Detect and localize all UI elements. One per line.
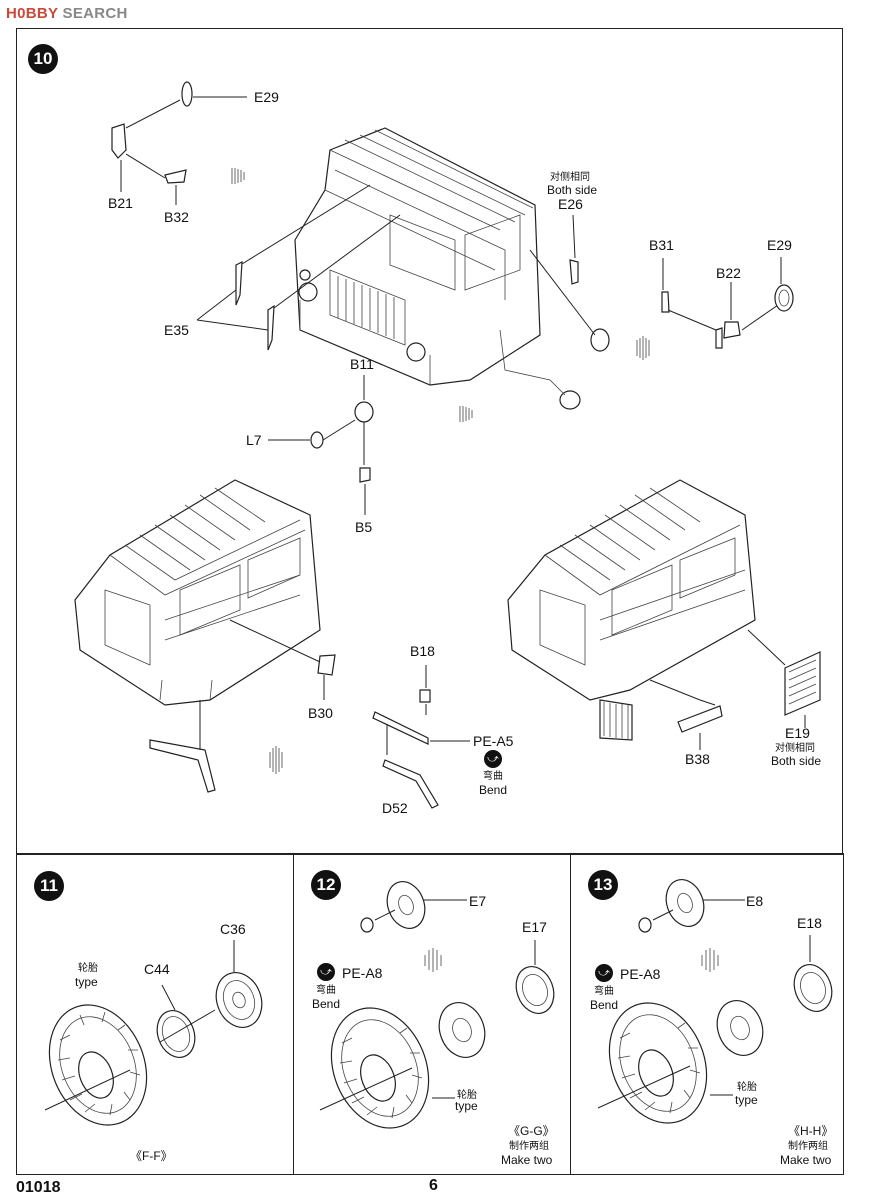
part-label-e8: E8 bbox=[746, 893, 764, 909]
part-label-b5: B5 bbox=[355, 519, 373, 535]
part-label-c44: C44 bbox=[144, 961, 170, 977]
bend-icon-13: ⤻ bbox=[595, 964, 613, 982]
product-code: 01018 bbox=[16, 1179, 61, 1196]
watermark-brand-a: H0BBY bbox=[6, 5, 59, 22]
part-label-b32: B32 bbox=[164, 209, 189, 225]
bend-en-12: Bend bbox=[312, 997, 341, 1011]
section-label-g-g: 《G-G》 bbox=[508, 1124, 555, 1138]
part-label-e26: E26 bbox=[558, 196, 583, 212]
bend-zh-13: 弯曲 bbox=[594, 986, 614, 997]
tire-zh-13: 轮胎 bbox=[737, 1082, 757, 1093]
cab-right-drawing bbox=[507, 479, 756, 701]
bend-en-pe-a5: Bend bbox=[479, 783, 508, 797]
part-label-e29-right: E29 bbox=[767, 237, 792, 253]
part-label-pe-a8-13: PE-A8 bbox=[620, 966, 661, 982]
cab-front-drawing bbox=[294, 127, 541, 386]
part-label-e18: E18 bbox=[797, 915, 822, 931]
make-two-zh-13: 制作两组 bbox=[788, 1141, 828, 1152]
tire-zh-12: 轮胎 bbox=[457, 1090, 477, 1101]
bend-zh-12: 弯曲 bbox=[316, 985, 336, 996]
part-label-e7: E7 bbox=[469, 893, 487, 909]
part-label-b30: B30 bbox=[308, 705, 333, 721]
both-side-zh-e19: 对侧相同 bbox=[775, 743, 815, 754]
make-two-zh-12: 制作两组 bbox=[509, 1141, 549, 1152]
part-label-c36: C36 bbox=[220, 921, 246, 937]
bend-icon-pe-a5: ⤻ bbox=[484, 750, 502, 768]
cab-left-drawing bbox=[74, 479, 321, 706]
step-number-12: 12 bbox=[311, 870, 341, 900]
step-13-wheel-drawing bbox=[597, 879, 833, 1124]
step-number-13: 13 bbox=[588, 870, 618, 900]
section-label-f-f: 《F-F》 bbox=[130, 1149, 173, 1163]
part-label-e17: E17 bbox=[522, 919, 547, 935]
step-10-panel bbox=[16, 28, 843, 855]
tire-en-11: type bbox=[75, 975, 98, 989]
both-side-en-e19: Both side bbox=[771, 754, 822, 768]
bend-icon-12: ⤻ bbox=[317, 963, 335, 981]
page-number: 6 bbox=[429, 1177, 438, 1194]
part-label-e29-top: E29 bbox=[254, 89, 279, 105]
part-label-d52: D52 bbox=[382, 800, 408, 816]
bend-en-13: Bend bbox=[590, 998, 619, 1012]
tire-en-13: type bbox=[735, 1093, 758, 1107]
part-label-b21: B21 bbox=[108, 195, 133, 211]
part-label-b31: B31 bbox=[649, 237, 674, 253]
part-label-l7: L7 bbox=[246, 432, 262, 448]
watermark-brand-b: SEARCH bbox=[58, 5, 128, 22]
step-number-11: 11 bbox=[34, 871, 64, 901]
make-two-en-13: Make two bbox=[780, 1153, 832, 1167]
tire-en-12: type bbox=[455, 1099, 478, 1113]
hobbysearch-watermark: H0BBY SEARCH bbox=[6, 5, 128, 22]
step-12-wheel-drawing bbox=[319, 881, 555, 1129]
bend-zh-pe-a5: 弯曲 bbox=[483, 771, 503, 782]
tire-zh-11: 轮胎 bbox=[78, 963, 98, 974]
part-label-e35: E35 bbox=[164, 322, 189, 338]
both-side-en-e26: Both side bbox=[547, 183, 598, 197]
part-label-pe-a5: PE-A5 bbox=[473, 733, 514, 749]
part-label-b18: B18 bbox=[410, 643, 435, 659]
part-label-b38: B38 bbox=[685, 751, 710, 767]
step-13-panel bbox=[570, 853, 844, 1175]
section-label-h-h: 《H-H》 bbox=[788, 1124, 834, 1138]
make-two-en-12: Make two bbox=[501, 1153, 553, 1167]
step-11-wheel-drawing bbox=[44, 940, 263, 1126]
part-label-e19: E19 bbox=[785, 725, 810, 741]
both-side-zh-e26: 对侧相同 bbox=[550, 172, 590, 183]
part-label-b11: B11 bbox=[350, 356, 374, 372]
part-label-b22: B22 bbox=[716, 265, 741, 281]
step-number-10: 10 bbox=[28, 44, 58, 74]
direction-arrows bbox=[231, 168, 719, 972]
part-label-pe-a8-12: PE-A8 bbox=[342, 965, 383, 981]
